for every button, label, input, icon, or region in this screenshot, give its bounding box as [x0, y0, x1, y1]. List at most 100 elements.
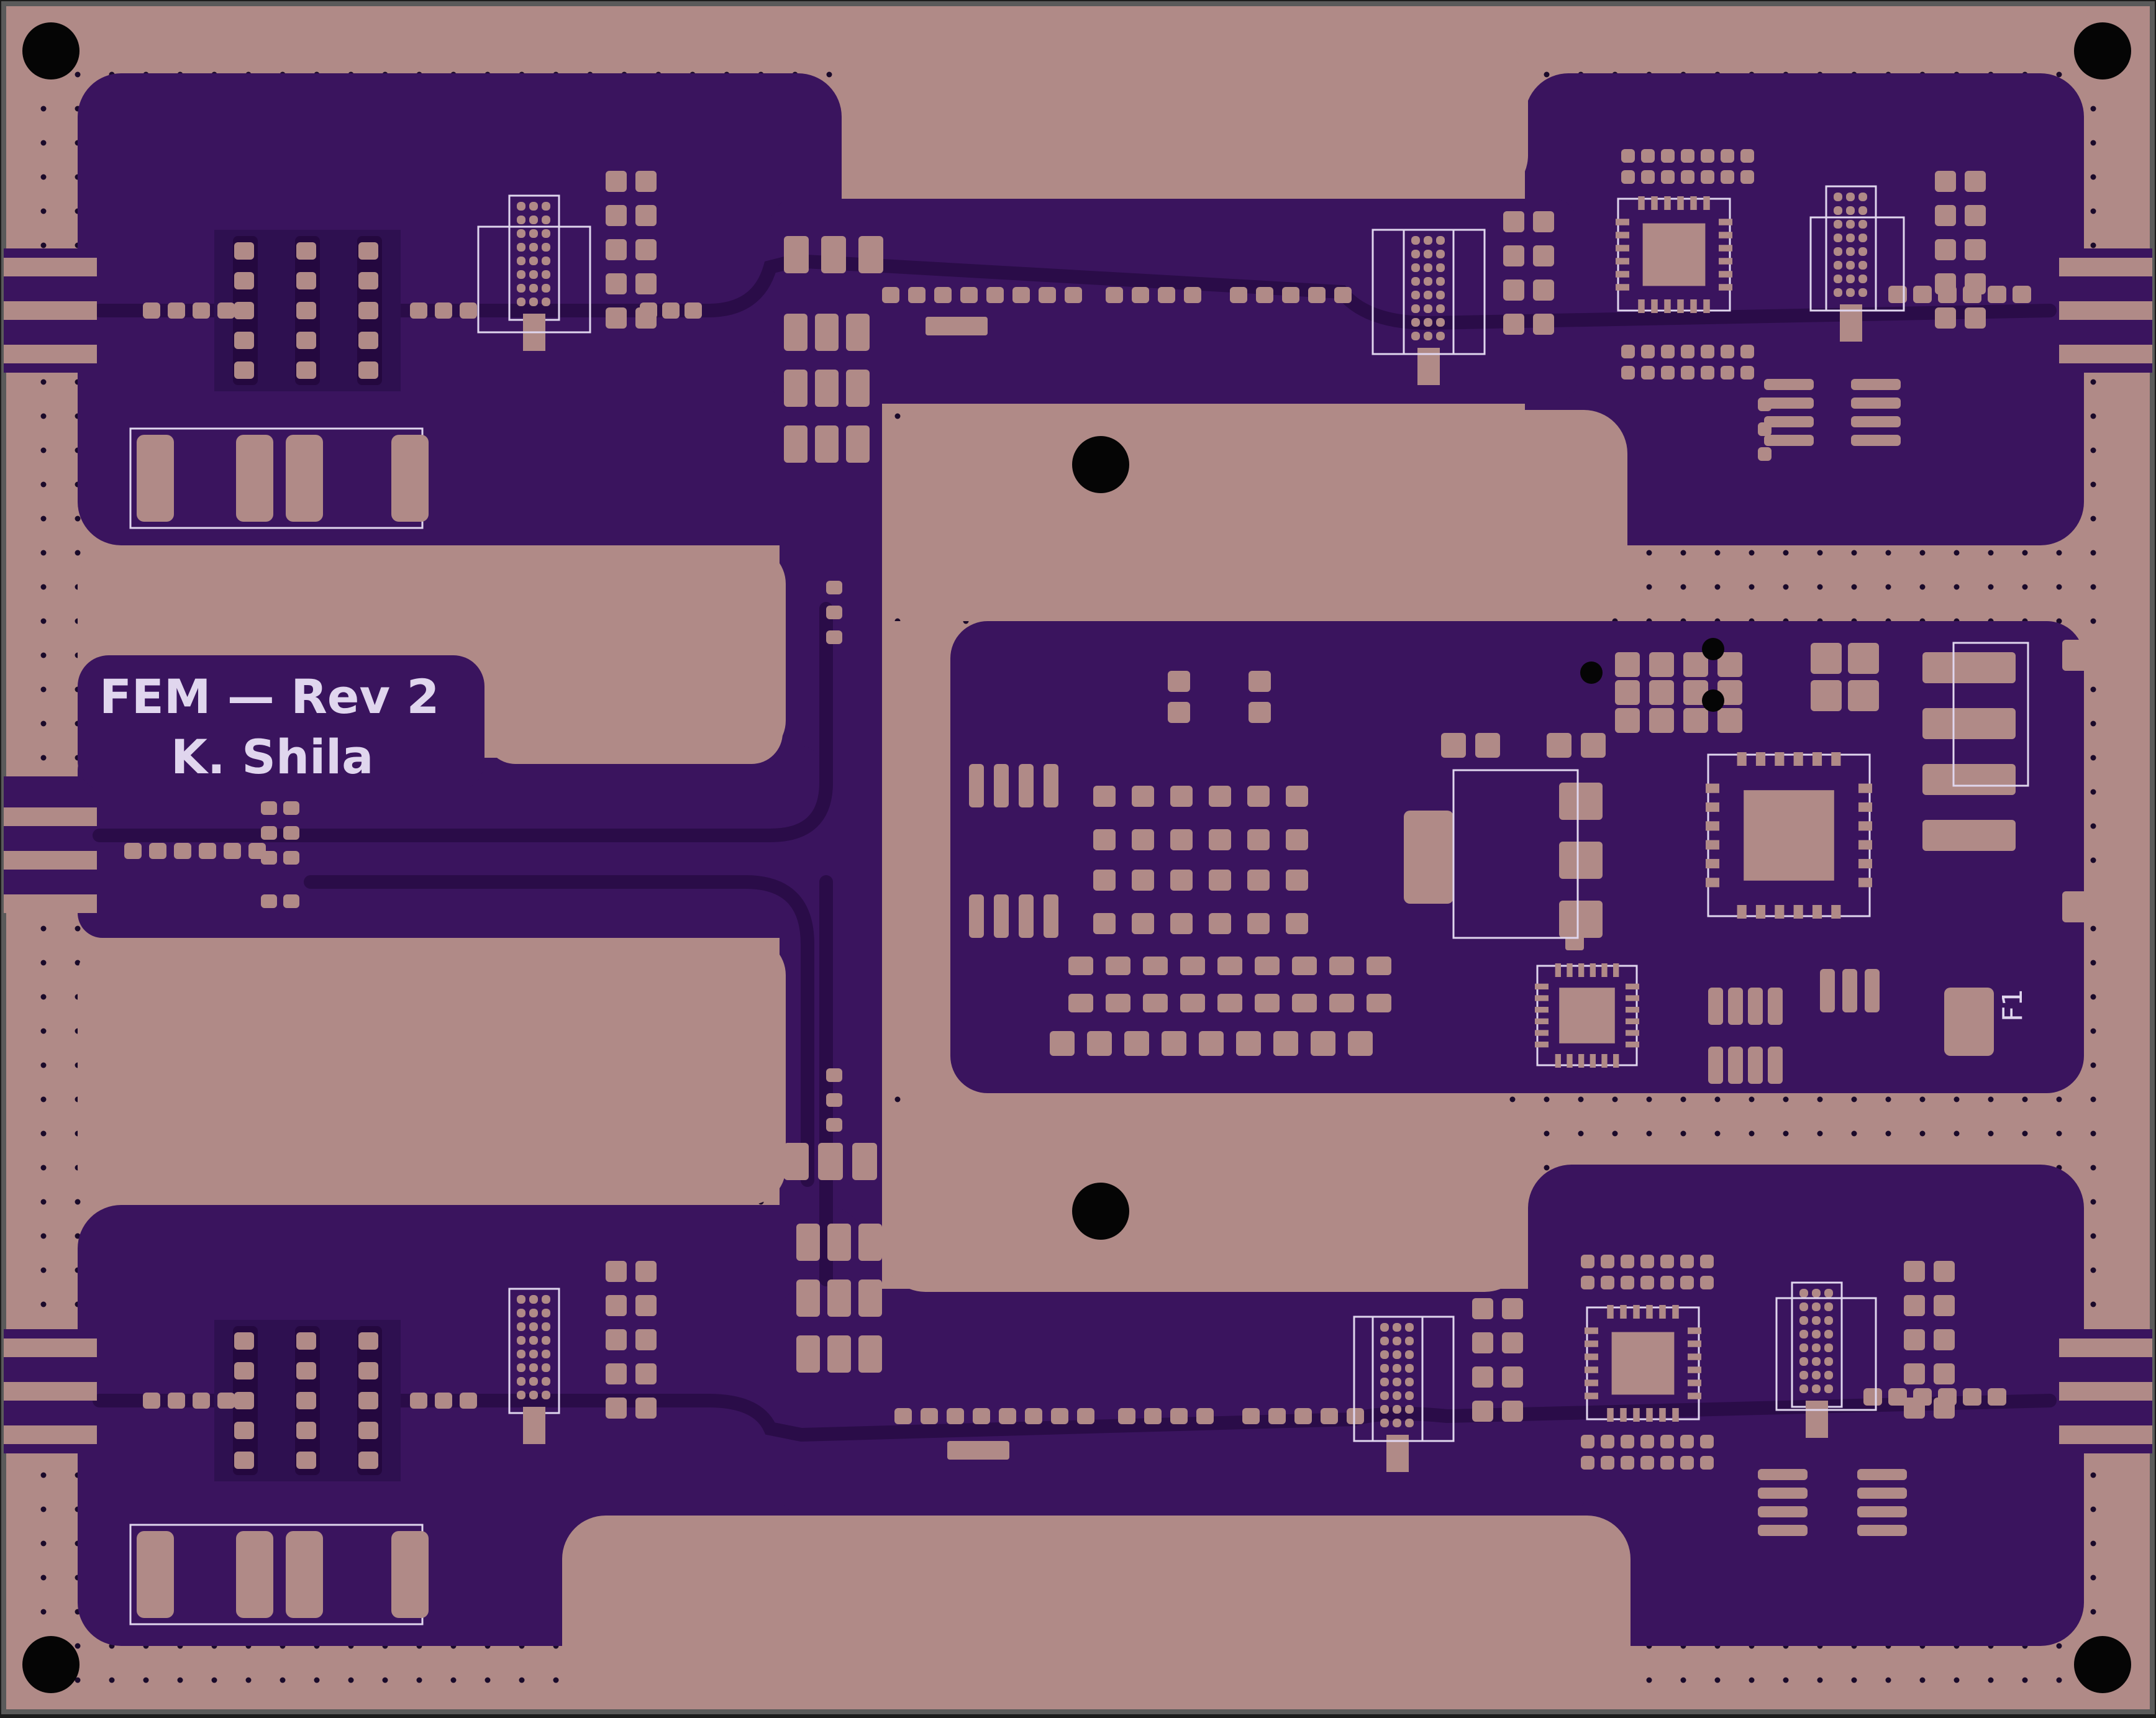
via: [2090, 823, 2096, 829]
bottom-left-passive: [435, 1393, 452, 1409]
bottom-right-qfn-pin: [1585, 1379, 1598, 1386]
silk-outline: [1775, 1297, 1877, 1411]
top-right-cap: [1935, 307, 1956, 329]
digital-qfn-small-pin: [1613, 1054, 1619, 1068]
bottom-channel-passive: [894, 1408, 912, 1424]
top-left-cap: [635, 205, 657, 226]
bottom-left-cap: [606, 1398, 627, 1419]
top-left-cap: [635, 171, 657, 192]
top-left-header-pin: [529, 284, 538, 293]
top-mid-header-pin: [1436, 236, 1445, 245]
copper-cutouts: [78, 37, 1631, 1702]
top-right-passive: [1938, 286, 1957, 303]
bottom-left-header-pin: [517, 1295, 525, 1304]
top-left-header-pin: [542, 229, 550, 238]
bottom-right-buffer: [1857, 1525, 1907, 1536]
top-left-header-pin: [517, 298, 525, 306]
bottom-channel-passive: [1051, 1408, 1068, 1424]
silk-outline: [1371, 229, 1486, 355]
top-left-header-pin: [542, 284, 550, 293]
mcu-qfp-pin: [1831, 752, 1841, 766]
top-right-cap: [1935, 239, 1956, 260]
mcu-qfp-pin: [1858, 878, 1872, 888]
bottom-right-qfn-pin: [1585, 1340, 1598, 1347]
digital-passive: [1143, 994, 1168, 1012]
via: [40, 1301, 47, 1307]
digital-ic-sot: [1820, 969, 1835, 1012]
top-left-passive: [460, 302, 477, 319]
via: [2090, 925, 2096, 932]
top-right-header-pin: [1834, 234, 1842, 242]
bottom-right-decap: [1581, 1276, 1594, 1289]
top-mid-header-pin: [1411, 304, 1420, 313]
via: [1680, 584, 1686, 590]
top-right-buffer: [1851, 435, 1901, 446]
top-left-filter-pad: [234, 272, 254, 289]
top-mid-cap: [1503, 211, 1524, 232]
digital-qfn-small-pin: [1626, 1007, 1639, 1013]
bottom-right-decap: [1680, 1456, 1694, 1470]
via: [75, 960, 81, 966]
bottom-right-qfn-pin: [1585, 1393, 1598, 1399]
via: [1714, 550, 1721, 556]
bottom-right-decap: [1621, 1276, 1634, 1289]
bottom-mid-header-pin: [1380, 1364, 1389, 1373]
via: [416, 1677, 422, 1683]
bottom-left-header-pin: [529, 1309, 538, 1317]
digital-filter-caps: [1093, 913, 1116, 934]
bottom-left-header-pin: [529, 1295, 538, 1304]
mcu-qfp-pad: [1744, 790, 1834, 881]
mcu-qfp-pin: [1755, 752, 1766, 766]
via: [1783, 1677, 1789, 1683]
top-left-header-pin: [529, 298, 538, 306]
top-right-passive: [1913, 286, 1932, 303]
via: [1817, 1096, 1823, 1102]
top-mid-cap: [1533, 314, 1554, 335]
bottom-right-qfn-pad: [1611, 1332, 1675, 1395]
digital-qfn-small-pin: [1626, 983, 1639, 989]
via: [40, 550, 47, 556]
digital-reg: [1019, 894, 1034, 938]
mid-left-passive: [124, 843, 142, 859]
via: [1544, 1096, 1550, 1102]
bottom-channel-passive: [1268, 1408, 1286, 1424]
digital-filter-caps: [1247, 913, 1270, 934]
bottom-right-decap: [1660, 1276, 1674, 1289]
top-right-qfn-pin: [1664, 299, 1671, 313]
top-left-filter-pad: [234, 242, 254, 260]
via: [1954, 1677, 1960, 1683]
bottom-right-qfn-pin: [1688, 1340, 1701, 1347]
bottom-left-header-pin: [529, 1391, 538, 1399]
top-right-cap: [1965, 205, 1986, 226]
bottom-right-qfn-pin: [1646, 1305, 1653, 1319]
digital-osc: [1249, 702, 1271, 723]
top-right-header-pin: [1834, 275, 1842, 283]
digital-qfn-small-pin: [1626, 1042, 1639, 1048]
top-channel-passive: [1012, 287, 1030, 303]
bottom-channel-passive: [921, 1408, 938, 1424]
bottom-channel-passive: [1170, 1408, 1188, 1424]
top-right-header-pin: [1834, 220, 1842, 229]
via: [1885, 584, 1891, 590]
via: [2056, 1130, 2062, 1137]
top-mid-header-pin: [1411, 318, 1420, 327]
bottom-channel-passive: [947, 1408, 964, 1424]
crystal: [1811, 643, 1842, 674]
digital-qfn-small-pin: [1535, 1007, 1549, 1013]
via: [1885, 1096, 1891, 1102]
top-channel-passive: [1106, 287, 1123, 303]
bottom-right-header-pin: [1799, 1316, 1808, 1325]
top-right-qfn-pin: [1719, 219, 1732, 225]
top-left-cap: [635, 273, 657, 294]
top-left-filter-pad: [296, 302, 316, 319]
mount-hole-mid-top: [1072, 436, 1129, 493]
usb-connector-pad: [1922, 820, 2016, 851]
via: [40, 1575, 47, 1581]
bottom-right-decap: [1640, 1435, 1654, 1448]
via: [1749, 1130, 1755, 1137]
cutout-left-title: [484, 652, 783, 764]
top-mid-header-pin: [1424, 304, 1432, 313]
digital-filter-caps: [1132, 870, 1154, 891]
top-left-header-pin: [529, 202, 538, 211]
bottom-left-header-pin: [542, 1363, 550, 1372]
